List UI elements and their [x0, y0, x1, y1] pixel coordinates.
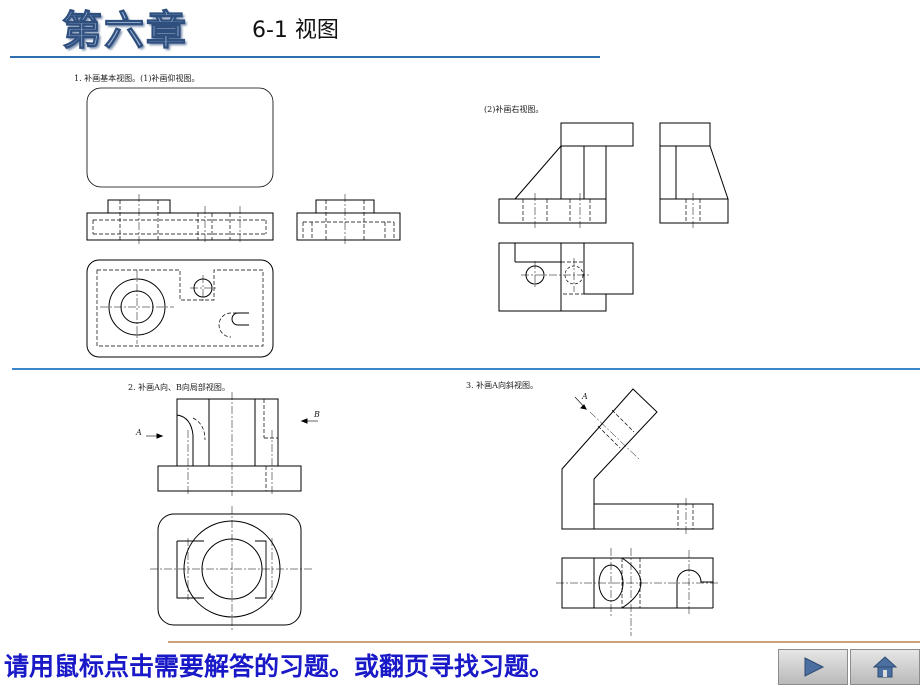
home-icon: [872, 656, 898, 678]
home-button[interactable]: [850, 649, 920, 685]
exercise-1-2-front-view: [498, 122, 634, 228]
exercise-1-top-view: [86, 259, 274, 358]
exercise-1-side-view: [296, 194, 401, 244]
exercise-3-label[interactable]: 3. 补画A向斜视图。: [466, 381, 538, 390]
arrow-b-label: B: [314, 410, 320, 419]
exercise-1-label[interactable]: 1. 补画基本视图。(1)补画仰视图。: [74, 74, 200, 83]
exercise-1-front-view: [86, 194, 274, 244]
footer-divider: [168, 641, 920, 643]
exercise-2-front-view: [157, 392, 302, 496]
exercise-3-front-view: [561, 388, 714, 534]
section-title: 6-1 视图: [252, 18, 339, 43]
exercise-3-top-view: [556, 548, 720, 636]
arrow-a3-label: A: [582, 392, 588, 401]
section-divider: [12, 368, 920, 370]
exercise-3-arrow: [574, 396, 587, 410]
exercise-1-2-label[interactable]: (2)补画右视图。: [484, 105, 544, 114]
footer-instruction: 请用鼠标点击需要解答的习题。或翻页寻找习题。: [4, 652, 555, 681]
exercise-1-2-side-view: [659, 122, 729, 228]
exercise-2-label[interactable]: 2. 补画A向、B向局部视图。: [128, 383, 230, 392]
chapter-title: 第六章: [62, 7, 188, 55]
header-divider: [10, 56, 600, 58]
answer-area-frame: [86, 87, 274, 188]
exercise-2-top-view: [150, 506, 312, 632]
play-icon: [804, 657, 825, 677]
next-page-button[interactable]: [778, 649, 848, 685]
arrow-a-label: A: [136, 428, 142, 437]
exercise-1-2-top-view: [498, 242, 634, 312]
exercise-2-arrows: [146, 418, 318, 439]
